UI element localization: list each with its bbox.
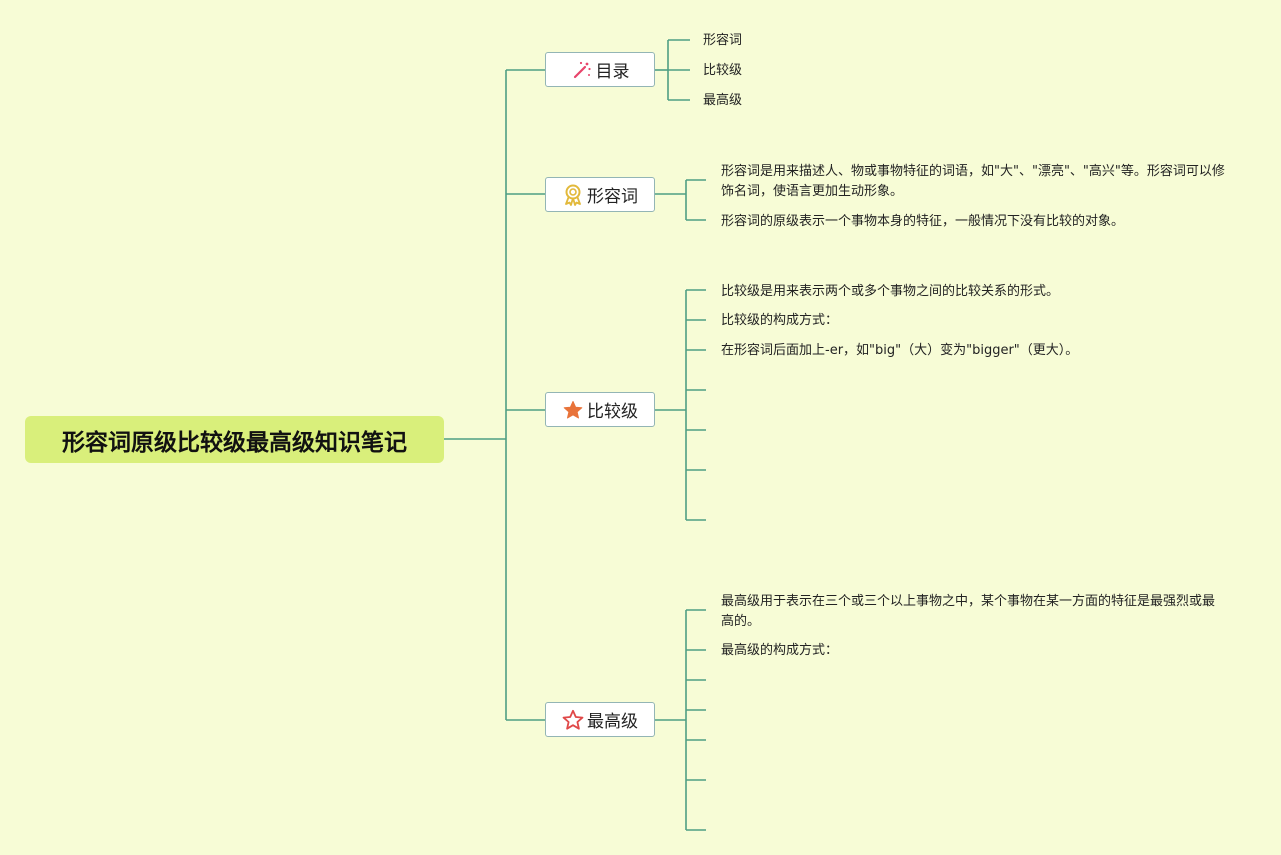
- superlative-note-definition: 最高级用于表示在三个或三个以上事物之中，某个事物在某一方面的特征是最强烈或最高的…: [721, 594, 1216, 629]
- star-outline-icon: [562, 709, 584, 731]
- root-title: 形容词原级比较级最高级知识笔记: [62, 429, 407, 456]
- toc-item-adjective[interactable]: 形容词: [703, 33, 743, 48]
- toc-item-comparative[interactable]: 比较级: [703, 63, 743, 78]
- branch-adjective-label: 形容词: [587, 187, 638, 207]
- adjective-note-positive: 形容词的原级表示一个事物本身的特征，一般情况下没有比较的对象。: [721, 214, 1125, 229]
- root-topic[interactable]: 形容词原级比较级最高级知识笔记: [25, 416, 444, 463]
- branch-toc-label: 目录: [595, 62, 630, 82]
- star-filled-icon: [562, 399, 584, 421]
- magic-wand-icon: [571, 59, 593, 81]
- comparative-note-rule-er: 在形容词后面加上-er，如"big"（大）变为"bigger"（更大）。: [721, 343, 1079, 358]
- superlative-note-formation: 最高级的构成方式：: [721, 643, 839, 658]
- branch-toc[interactable]: 目录: [545, 52, 655, 87]
- branch-superlative-label: 最高级: [587, 712, 638, 732]
- comparative-note-formation: 比较级的构成方式：: [721, 313, 839, 328]
- award-ribbon-icon: [562, 184, 584, 206]
- branch-comparative[interactable]: 比较级: [545, 392, 655, 427]
- branch-superlative[interactable]: 最高级: [545, 702, 655, 737]
- branch-adjective[interactable]: 形容词: [545, 177, 655, 212]
- toc-item-superlative[interactable]: 最高级: [703, 93, 743, 108]
- adjective-note-definition: 形容词是用来描述人、物或事物特征的词语，如"大"、"漂亮"、"高兴"等。形容词可…: [721, 164, 1225, 199]
- branch-comparative-label: 比较级: [587, 402, 638, 422]
- comparative-note-definition: 比较级是用来表示两个或多个事物之间的比较关系的形式。: [721, 284, 1060, 299]
